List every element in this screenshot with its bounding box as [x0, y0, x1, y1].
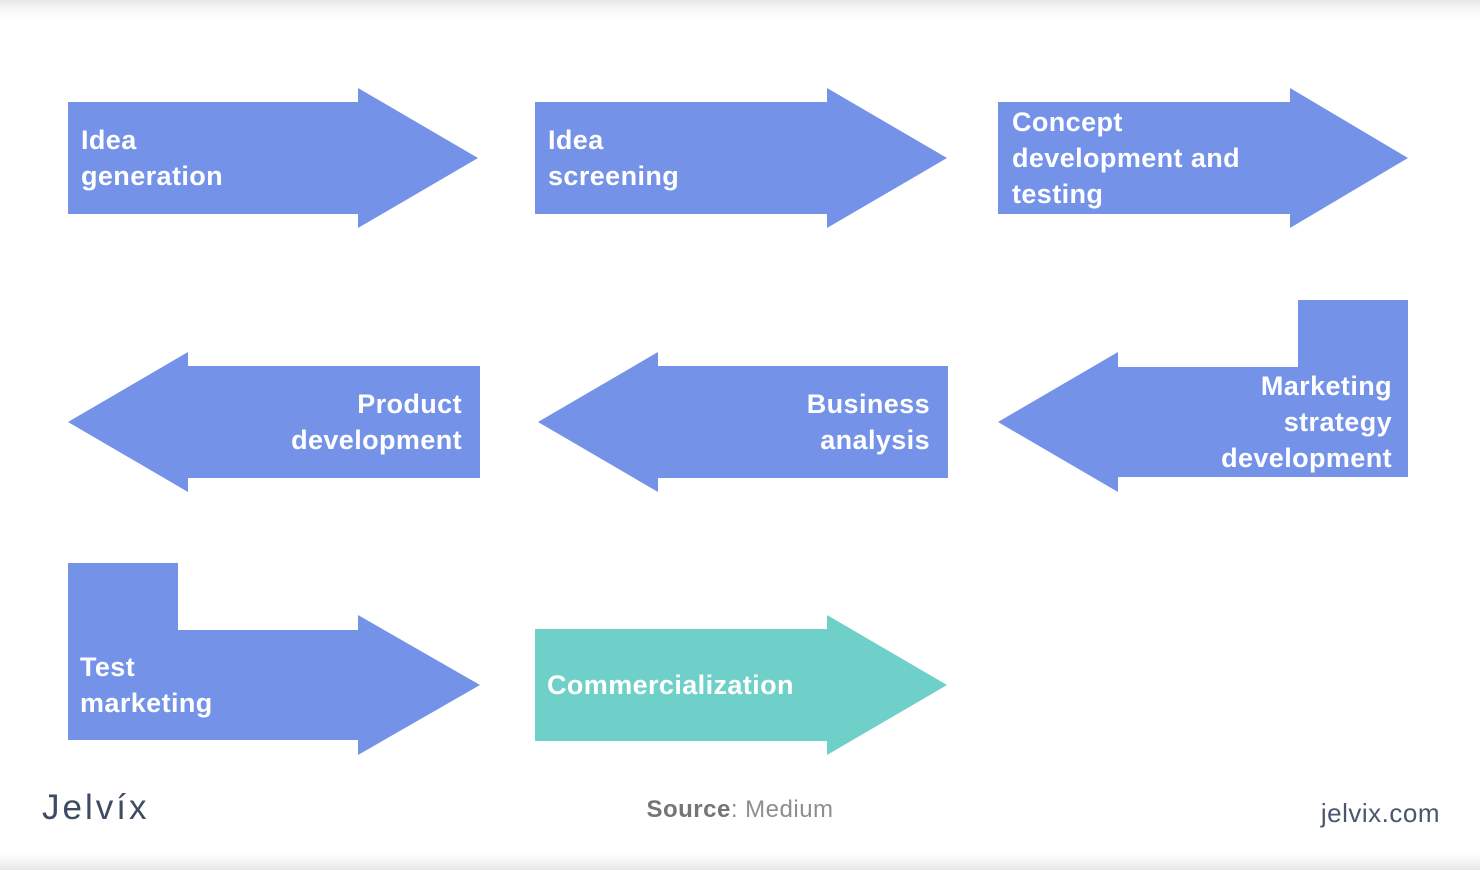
- source-caption: Source: Medium: [0, 796, 1480, 824]
- source-label: Source: [646, 796, 731, 823]
- right-arrow-shape: [535, 615, 947, 755]
- step-label-line: development: [1221, 443, 1392, 473]
- step-label-line: Idea: [548, 125, 604, 155]
- step-label-line: Commercialization: [547, 670, 794, 700]
- step-label-line: Product: [357, 389, 462, 419]
- step-test-marketing: Test marketing: [68, 563, 480, 755]
- jelvix-logo: Jelvíx: [42, 788, 150, 827]
- step-product-development: Product development: [68, 352, 480, 492]
- right-arrow-shape: [998, 88, 1408, 228]
- website-text: jelvix.com: [1320, 798, 1440, 828]
- step-label-line: Test: [80, 652, 136, 682]
- step-label-line: analysis: [820, 425, 930, 455]
- bottom-edge-shade: [0, 854, 1480, 870]
- top-edge-shade: [0, 0, 1480, 20]
- step-concept-development-testing: Concept development and testing: [998, 88, 1408, 228]
- left-arrow-shape: [538, 352, 948, 492]
- step-idea-screening: Idea screening: [535, 88, 947, 228]
- source-separator: :: [730, 796, 746, 823]
- step-idea-generation: Idea generation: [68, 88, 478, 228]
- source-value: Medium: [745, 796, 834, 823]
- step-label-line: strategy: [1283, 407, 1392, 437]
- step-label-line: screening: [548, 161, 680, 191]
- step-commercialization: Commercialization: [535, 615, 947, 755]
- right-arrow-shape: [68, 88, 478, 228]
- step-label-line: Idea: [81, 125, 137, 155]
- step-label-line: testing: [1012, 179, 1104, 209]
- step-label-line: Concept: [1012, 107, 1123, 137]
- step-label-line: development: [291, 425, 462, 455]
- left-arrow-with-riser-shape: [998, 300, 1408, 492]
- step-label-line: development and: [1012, 143, 1241, 173]
- left-arrow-shape: [68, 352, 480, 492]
- step-label-line: marketing: [80, 688, 213, 718]
- right-arrow-with-riser-shape: [68, 563, 480, 755]
- step-business-analysis: Business analysis: [538, 352, 948, 492]
- footer: Jelvíx Source: Medium jelvix.com: [0, 780, 1480, 840]
- step-label-line: Marketing: [1260, 371, 1392, 401]
- step-marketing-strategy-development: Marketing strategy development: [998, 300, 1408, 492]
- step-label-line: Business: [806, 389, 930, 419]
- step-label-line: generation: [81, 161, 224, 191]
- right-arrow-shape: [535, 88, 947, 228]
